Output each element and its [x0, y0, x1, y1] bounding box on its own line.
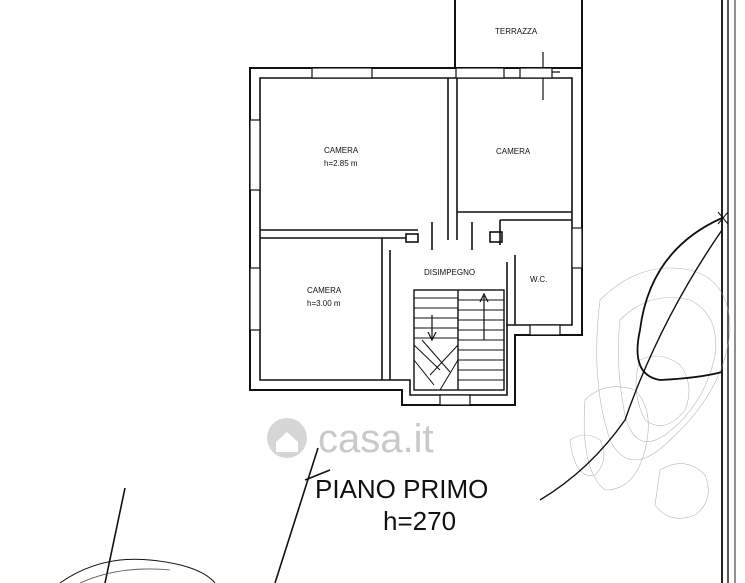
- room-label-disimpegno: DISIMPEGNO: [424, 268, 475, 277]
- room-label-terrazza: TERRAZZA: [495, 27, 538, 36]
- room-height-camera-top-left: h=2.85 m: [324, 159, 358, 168]
- watermark: casa.it: [267, 417, 434, 461]
- pointer-line: [539, 229, 723, 501]
- interior-walls: [260, 78, 572, 380]
- leader-lines: [59, 447, 331, 583]
- room-height-camera-bottom-left: h=3.00 m: [307, 299, 341, 308]
- terrazza-outline: [454, 0, 583, 100]
- room-label-camera-bottom-left: CAMERA: [307, 286, 342, 295]
- sheet-border-lines: [721, 0, 736, 583]
- room-label-camera-top-left: CAMERA: [324, 146, 359, 155]
- room-label-wc: W.C.: [530, 275, 547, 284]
- curved-outline: [636, 217, 723, 381]
- floor-title: PIANO PRIMO: [315, 474, 488, 504]
- site-scribble-texture: [569, 267, 731, 519]
- window-marks: [249, 67, 583, 406]
- room-label-camera-top-right: CAMERA: [496, 147, 531, 156]
- staircase: [413, 289, 505, 391]
- watermark-text: casa.it: [318, 417, 434, 461]
- exterior-walls: [249, 67, 583, 406]
- floor-height: h=270: [383, 506, 456, 536]
